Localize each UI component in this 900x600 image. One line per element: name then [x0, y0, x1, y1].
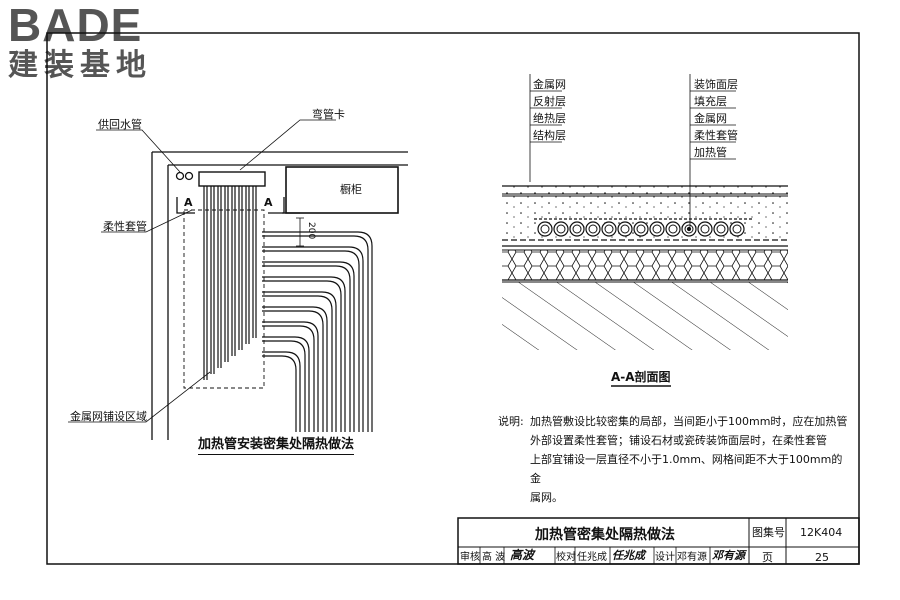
note-body: 加热管敷设比较密集的局部，当间距小于100mm时，应在加热管 外部设置柔性套管；… — [530, 412, 850, 507]
note-line: 外部设置柔性套管；铺设石材或瓷砖装饰面层时，在柔性套管 — [530, 434, 827, 447]
page-number: 25 — [815, 551, 829, 564]
section-mark-a-left: A — [184, 196, 193, 209]
tb-reviewer-signature: 高波 — [510, 548, 535, 562]
drawing-title: 加热管密集处隔热做法 — [535, 527, 675, 543]
label-metal-mesh-area: 金属网铺设区域 — [70, 410, 147, 423]
label-supply-return-pipe: 供回水管 — [98, 118, 142, 131]
section-right-label: 柔性套管 — [694, 129, 738, 142]
plan-view-title: 加热管安装密集处隔热做法 — [198, 433, 355, 455]
tb-design-label: 设计 — [655, 552, 675, 563]
label-cabinet: 橱柜 — [340, 183, 362, 196]
section-view-title: A-A剖面图 — [611, 370, 671, 384]
atlas-label: 图集号 — [752, 526, 785, 539]
note-line: 属网。 — [530, 491, 563, 504]
label-flexible-sleeve: 柔性套管 — [103, 220, 147, 233]
tb-reviewer: 高 波 — [482, 552, 506, 563]
tb-designer-signature: 邓有源 — [712, 549, 745, 562]
atlas-number: 12K404 — [800, 526, 843, 539]
section-left-label: 结构层 — [533, 129, 566, 142]
tb-checker: 任兆成 — [577, 552, 607, 563]
tb-review-label: 审核 — [460, 552, 480, 563]
dimension-label: 200 — [306, 222, 316, 240]
section-left-label: 金属网 — [533, 78, 566, 91]
section-right-label: 装饰面层 — [694, 78, 738, 91]
tb-checker-signature: 任兆成 — [612, 549, 645, 562]
section-left-label: 反射层 — [533, 95, 566, 108]
note-line: 上部宜铺设一层直径不小于1.0mm、网格间距不大于100mm的金 — [530, 453, 843, 485]
section-right-label: 填充层 — [694, 95, 727, 108]
label-bend-clip: 弯管卡 — [312, 108, 345, 121]
section-right-label: 加热管 — [694, 146, 727, 159]
tb-designer: 邓有源 — [677, 552, 707, 563]
section-left-label: 绝热层 — [533, 112, 566, 125]
brand-logo: BADE — [8, 0, 143, 51]
tb-check-label: 校对 — [556, 552, 576, 563]
page-label: 页 — [762, 551, 773, 564]
section-mark-a-right: A — [264, 196, 273, 209]
section-right-label: 金属网 — [694, 112, 727, 125]
brand-subtitle: 建装基地 — [8, 48, 152, 83]
note-line: 加热管敷设比较密集的局部，当间距小于100mm时，应在加热管 — [530, 415, 848, 428]
note-prefix: 说明: — [498, 415, 524, 428]
